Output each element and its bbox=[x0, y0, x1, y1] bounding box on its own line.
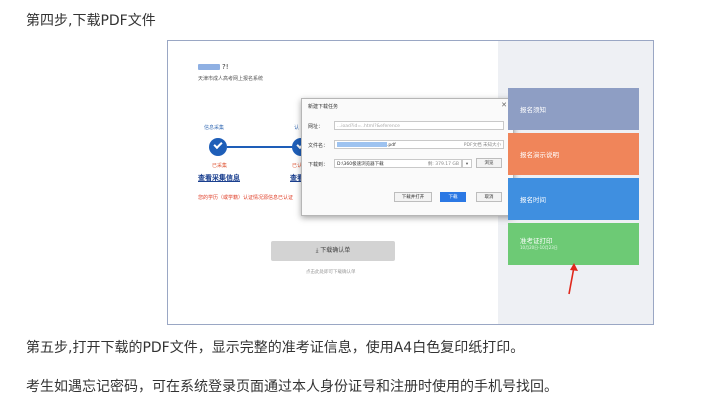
download-confirm-button[interactable]: ⤓ 下载确认单 bbox=[271, 241, 395, 261]
step-status-collect: 已采集 bbox=[212, 163, 228, 169]
saveto-label: 下载到： bbox=[308, 162, 329, 168]
blurred-name bbox=[198, 64, 220, 70]
step-done-icon bbox=[209, 138, 227, 156]
saveto-value: D:\360极速浏览器下载 bbox=[337, 162, 384, 167]
url-value: ...ioad?id=..html?&eference bbox=[337, 124, 400, 129]
download-open-button[interactable]: 下载并打开 bbox=[394, 192, 432, 202]
blurred-filename bbox=[337, 142, 387, 147]
saveto-field[interactable]: D:\360极速浏览器下载 剩: 379.17 GB bbox=[334, 159, 462, 168]
auth-note: 您的学历（或学籍）认证情况源信息已认证 bbox=[198, 195, 294, 201]
tile-label: 报名须知 bbox=[520, 106, 546, 114]
tile-sub: 10月20日-10月23日 bbox=[520, 245, 558, 250]
download-hint: 点击此处即可下载确认单 bbox=[306, 270, 356, 275]
filename-ext: .pdf bbox=[387, 143, 396, 148]
tile-label: 准考证打印 bbox=[520, 237, 553, 245]
step5-text: 第五步,打开下载的PDF文件，显示完整的准考证信息，使用A4白色复印纸打印。 bbox=[26, 340, 525, 356]
step-status-auth: 已认 bbox=[292, 163, 303, 169]
step-label-auth: 认 bbox=[294, 125, 300, 131]
file-type: PDF文档 未知大小 bbox=[463, 143, 501, 148]
chevron-down-icon[interactable]: ▾ bbox=[462, 159, 472, 168]
red-arrow-icon bbox=[568, 263, 578, 295]
close-icon[interactable]: ✕ bbox=[501, 101, 507, 109]
browse-button[interactable]: 浏览 bbox=[476, 158, 502, 168]
tile-label: 报名时间 bbox=[520, 196, 546, 204]
left-pane: ?! 天津市成人高考网上报名系统 信息采集 认 已采集 已认 查看采集信息 查看… bbox=[168, 41, 514, 324]
step4-heading: 第四步,下载PDF文件 bbox=[26, 13, 156, 29]
tile-registration-demo[interactable]: 报名演示说明 bbox=[508, 133, 639, 175]
tile-registration-time[interactable]: 报名时间 bbox=[508, 178, 639, 220]
download-button[interactable]: 下载 bbox=[440, 192, 466, 202]
filename-label: 文件名： bbox=[308, 143, 329, 149]
tile-registration-notice[interactable]: 报名须知 bbox=[508, 88, 639, 130]
user-suffix: ?! bbox=[222, 63, 229, 71]
password-note: 考生如遇忘记密码，可在系统登录页面通过本人身份证号和注册时使用的手机号找回。 bbox=[26, 379, 558, 395]
view-auth-link[interactable]: 查看认 bbox=[290, 173, 311, 183]
dialog-title: 新建下载任务 bbox=[308, 104, 339, 110]
system-name: 天津市成人高考网上报名系统 bbox=[198, 76, 264, 82]
screenshot-frame: ?! 天津市成人高考网上报名系统 信息采集 认 已采集 已认 查看采集信息 查看… bbox=[167, 40, 654, 325]
download-confirm-label: 下载确认单 bbox=[320, 247, 351, 254]
download-dialog: 新建下载任务 ✕ 网址： ...ioad?id=..html?&eference… bbox=[301, 98, 514, 216]
url-label: 网址： bbox=[308, 124, 324, 130]
cancel-button[interactable]: 取消 bbox=[476, 192, 502, 202]
free-space: 剩: 379.17 GB bbox=[427, 162, 459, 167]
step-label-collect: 信息采集 bbox=[204, 125, 225, 131]
user-name: ?! bbox=[198, 63, 229, 71]
tile-label: 报名演示说明 bbox=[520, 151, 559, 159]
step-connector bbox=[227, 146, 293, 148]
view-collected-info-link[interactable]: 查看采集信息 bbox=[198, 174, 240, 182]
url-field[interactable]: ...ioad?id=..html?&eference bbox=[334, 121, 504, 130]
filename-field[interactable]: .pdf PDF文档 未知大小 bbox=[334, 140, 504, 149]
